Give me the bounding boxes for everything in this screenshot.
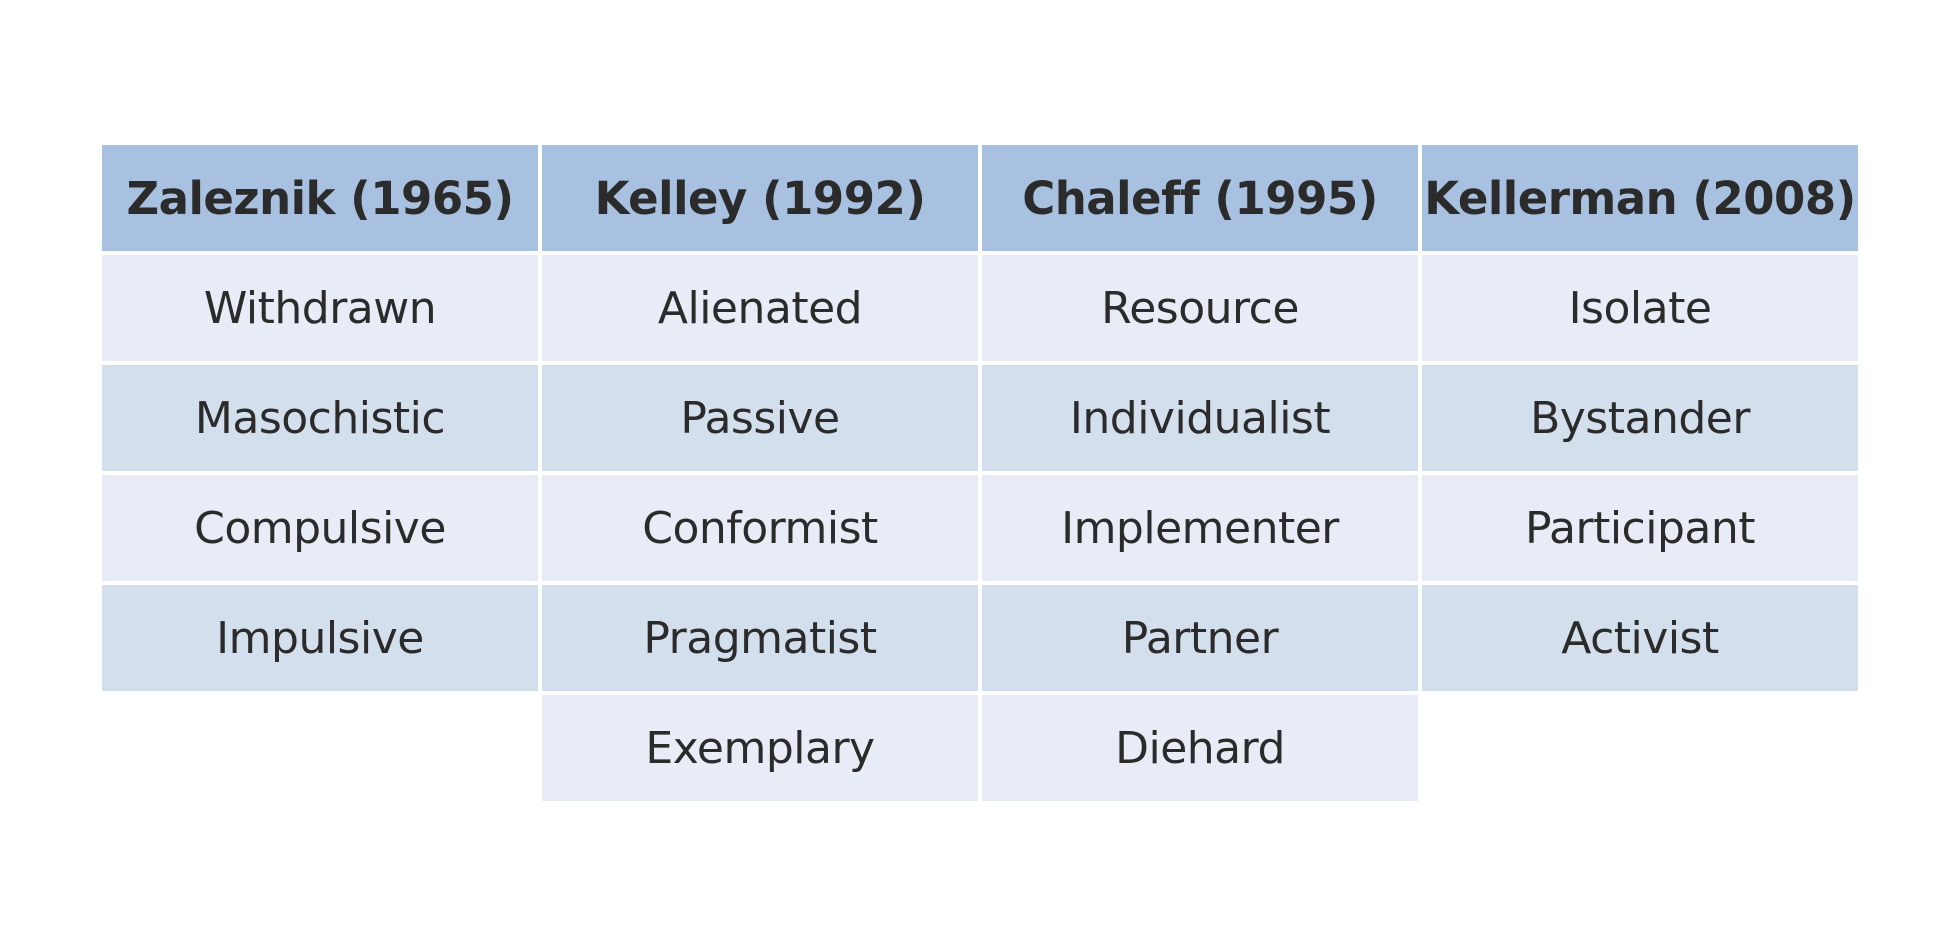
table-cell: Compulsive — [102, 475, 538, 581]
column-header: Kellerman (2008) — [1422, 145, 1858, 251]
column-header: Zaleznik (1965) — [102, 145, 538, 251]
table-cell: Alienated — [542, 255, 978, 361]
empty-cell — [1422, 695, 1858, 801]
table-cell: Pragmatist — [542, 585, 978, 691]
table-cell: Isolate — [1422, 255, 1858, 361]
table-cell: Conformist — [542, 475, 978, 581]
table-cell: Implementer — [982, 475, 1418, 581]
table-cell: Bystander — [1422, 365, 1858, 471]
empty-cell — [102, 695, 538, 801]
followership-typology-table: Zaleznik (1965)Kelley (1992)Chaleff (199… — [102, 145, 1858, 801]
table-cell: Diehard — [982, 695, 1418, 801]
column-header: Chaleff (1995) — [982, 145, 1418, 251]
table-cell: Partner — [982, 585, 1418, 691]
table-cell: Exemplary — [542, 695, 978, 801]
column-header: Kelley (1992) — [542, 145, 978, 251]
table-cell: Passive — [542, 365, 978, 471]
table-cell: Withdrawn — [102, 255, 538, 361]
table-cell: Participant — [1422, 475, 1858, 581]
table-cell: Individualist — [982, 365, 1418, 471]
table-cell: Masochistic — [102, 365, 538, 471]
table-cell: Impulsive — [102, 585, 538, 691]
table-cell: Resource — [982, 255, 1418, 361]
table-cell: Activist — [1422, 585, 1858, 691]
